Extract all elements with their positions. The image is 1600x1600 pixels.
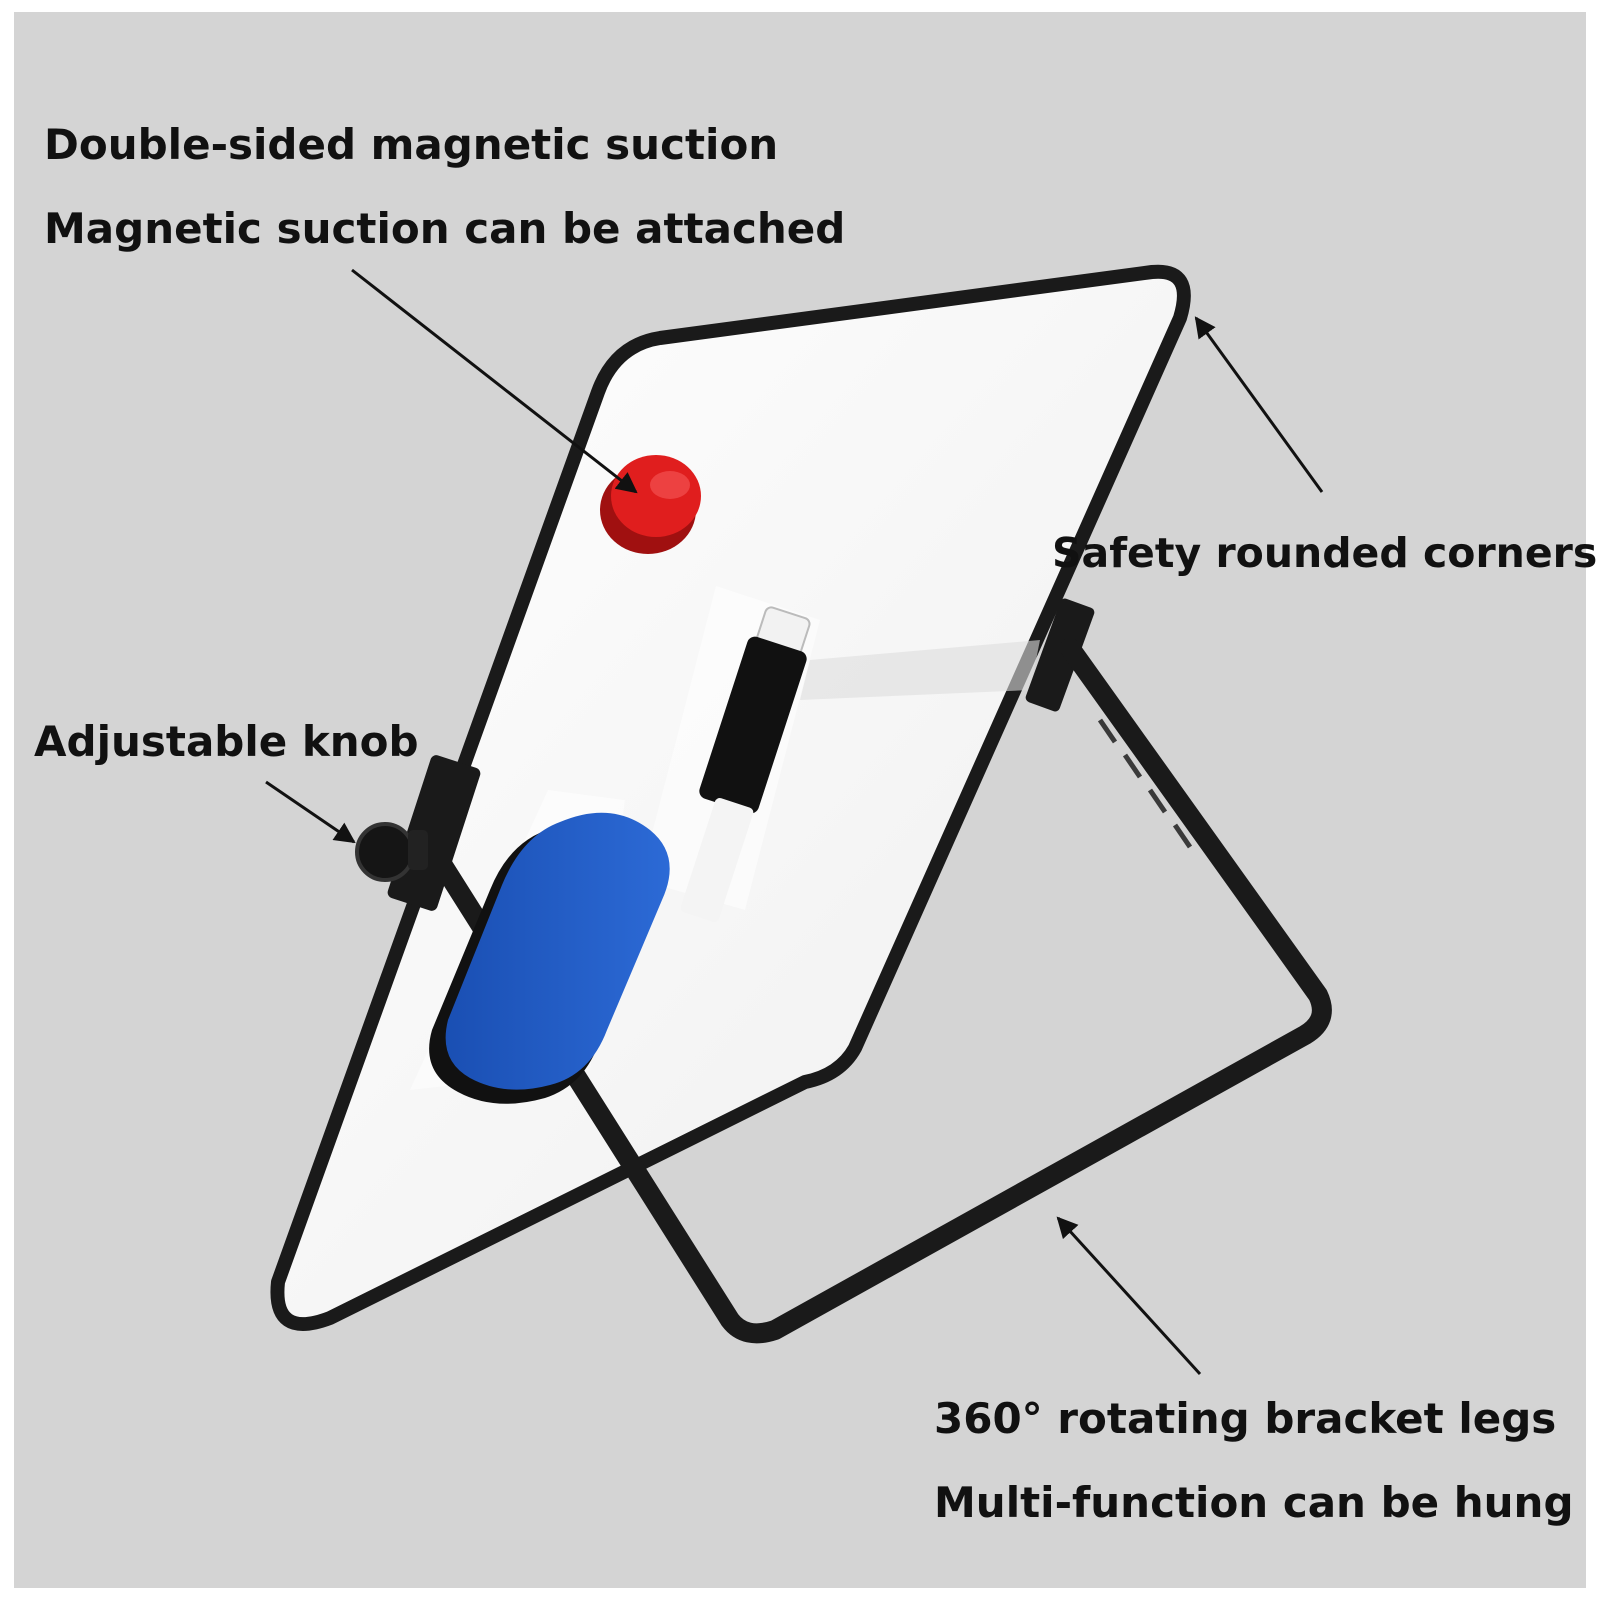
left-hinge — [387, 755, 481, 911]
rounded-corners-label: Safety rounded corners — [1052, 529, 1598, 577]
eraser-icon — [429, 812, 670, 1104]
arrow-icon — [1194, 316, 1324, 493]
arrow-icon — [265, 780, 356, 844]
magnetic-suction-title: Double-sided magnetic suction — [44, 120, 779, 169]
board-reflection — [800, 640, 1040, 700]
arrow-icon — [351, 268, 638, 494]
bracket-legs-title: 360° rotating bracket legs — [934, 1394, 1557, 1443]
magnetic-suction-subtitle: Magnetic suction can be attached — [44, 204, 846, 253]
bracket-legs-subtitle: Multi-function can be hung — [934, 1478, 1574, 1527]
knob-icon — [355, 822, 415, 882]
leg-slots — [1097, 718, 1193, 849]
arrow-icon — [1056, 1216, 1202, 1376]
adjustable-knob-label: Adjustable knob — [34, 717, 419, 766]
marker-icon — [680, 606, 811, 922]
knob-nub — [408, 830, 428, 870]
bracket-legs — [420, 638, 1332, 1344]
right-hinge — [1025, 598, 1095, 712]
